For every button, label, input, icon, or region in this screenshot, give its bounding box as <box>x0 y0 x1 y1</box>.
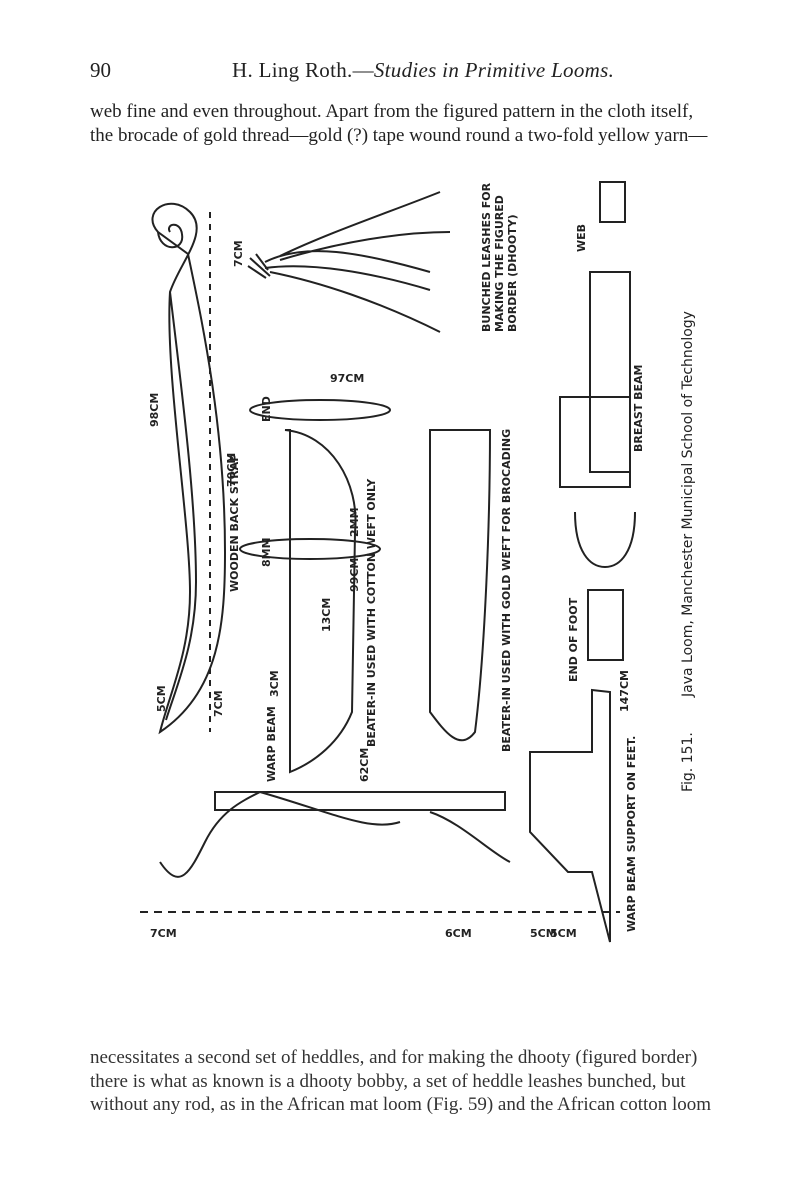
label-end: END <box>260 396 273 422</box>
measure-7cm-top: 7CM <box>232 240 245 267</box>
measure-2mm: 2MM <box>348 507 361 537</box>
web-block <box>559 396 631 488</box>
running-title-work: Studies in Primitive Looms. <box>373 58 615 82</box>
label-bunched-leashes: BUNCHED LEASHES FOR <box>480 182 493 332</box>
foot-right <box>429 811 511 863</box>
cotton-rod <box>239 538 381 560</box>
measure-98cm: 98CM <box>148 393 161 427</box>
breast-beam-top <box>599 181 626 223</box>
breast-beam <box>589 271 631 473</box>
foot-left <box>159 790 401 878</box>
paragraph-top: web fine and even throughout. Apart from… <box>90 100 750 147</box>
running-title: H. Ling Roth.—Studies in Primitive Looms… <box>232 58 614 83</box>
measure-end-c: 5CM <box>530 927 557 940</box>
page-number: 90 <box>90 58 111 82</box>
warp-beam-support <box>529 688 611 943</box>
beater-gold <box>429 429 492 742</box>
measure-62cm: 62CM <box>358 748 371 782</box>
back-strap-inner <box>165 291 198 721</box>
back-strap-outline <box>151 202 227 735</box>
foot-block <box>587 589 624 661</box>
label-web: WEB <box>575 224 588 252</box>
measure-97cm: 97CM <box>330 372 364 385</box>
measure-7cm-bottom: 7CM <box>212 690 225 717</box>
label-warp-beam-small: WARP BEAM <box>265 706 278 782</box>
measure-147cm: 147CM <box>618 670 631 712</box>
leash-bundle <box>264 191 451 333</box>
label-beater-cotton: BEATER-IN USED WITH COTTON WEFT ONLY <box>365 478 378 747</box>
measure-end-a: 7CM <box>150 927 177 940</box>
measure-70cm: 70CM <box>225 453 238 487</box>
breast-beam-bottom <box>574 511 636 569</box>
beater-cotton <box>284 429 357 774</box>
measure-13cm: 13CM <box>320 598 333 632</box>
text-line: the brocade of gold thread—gold (?) tape… <box>90 124 708 146</box>
text-line: necessitates a second set of heddles, an… <box>90 1047 698 1068</box>
text-line: without any rod, as in the African mat l… <box>90 1094 712 1115</box>
measure-5cm: 5CM <box>155 685 168 712</box>
strap-curl <box>157 223 184 249</box>
label-breast-beam: BREAST BEAM <box>632 365 645 453</box>
label-end-of-foot: END OF FOOT <box>567 597 580 682</box>
label-bunched-leashes-2: MAKING THE FIGURED <box>493 195 506 332</box>
loom-drawing: WOODEN BACK STRAP BUNCHED LEASHES FOR MA… <box>140 181 696 943</box>
leash-tips <box>247 253 271 279</box>
label-bunched-leashes-3: BORDER (DHOOTY) <box>506 214 519 332</box>
label-warp-beam-support: WARP BEAM SUPPORT ON FEET. <box>625 736 638 932</box>
caption-text: Java Loom, Manchester Municipal School o… <box>680 311 696 698</box>
caption-fig: Fig. 151. <box>680 732 696 792</box>
measure-8mm: 8MM <box>260 537 273 567</box>
text-line: web fine and even throughout. Apart from… <box>90 101 694 122</box>
paragraph-bottom: necessitates a second set of heddles, an… <box>90 1046 750 1117</box>
measure-99cm: 99CM <box>348 558 361 592</box>
measure-end-d: 5CM <box>550 927 577 940</box>
loom-figure: WOODEN BACK STRAP BUNCHED LEASHES FOR MA… <box>130 172 720 1004</box>
warp-beam <box>214 791 506 811</box>
end-rod <box>249 399 391 421</box>
running-header: 90 H. Ling Roth.—Studies in Primitive Lo… <box>90 58 750 88</box>
running-title-author: H. Ling Roth.— <box>232 58 374 82</box>
label-beater-gold: BEATER-IN USED WITH GOLD WEFT FOR BROCAD… <box>500 429 513 752</box>
measure-end-b: 6CM <box>445 927 472 940</box>
measure-3cm: 3CM <box>268 670 281 697</box>
label-wooden-back-strap: WOODEN BACK STRAP <box>228 454 241 592</box>
text-line: there is what as known is a dhooty bobby… <box>90 1070 686 1092</box>
